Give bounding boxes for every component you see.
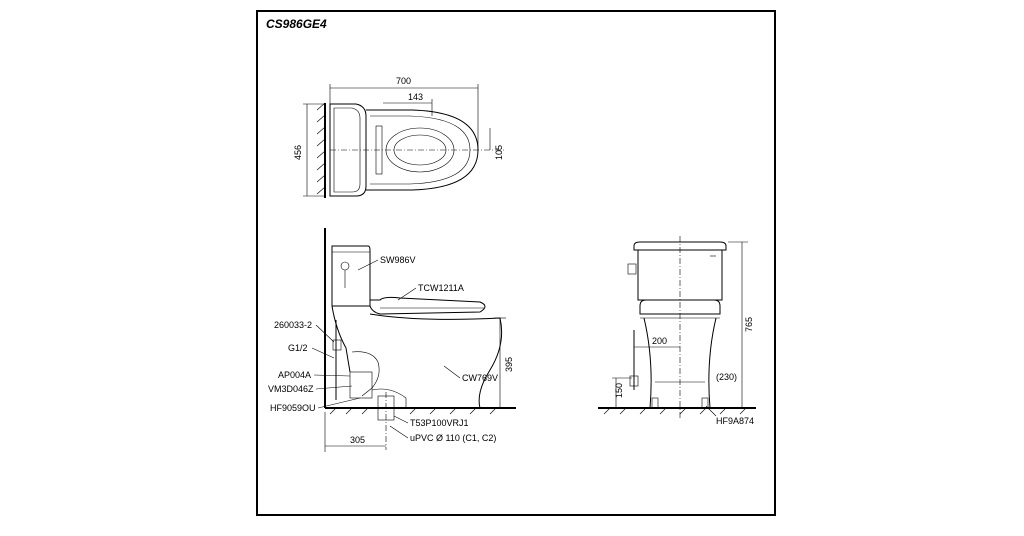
dim-150: 150 [614, 383, 624, 398]
top-tank [329, 103, 367, 197]
dim-230: (230) [716, 372, 737, 382]
dim-200: 200 [652, 336, 667, 346]
front-floor-hatch [603, 407, 747, 415]
front-bolt-right [701, 397, 709, 409]
label-g12: G1/2 [288, 343, 308, 353]
side-seat [369, 296, 486, 315]
front-seat [639, 299, 721, 315]
front-view: 200 765 150 (230) HF9A874 [598, 236, 756, 426]
dim-143: 143 [408, 92, 423, 102]
label-hf90590u: HF9059OU [270, 403, 316, 413]
top-wall-hatch [316, 102, 326, 195]
label-tcw1211a: TCW1211A [418, 283, 464, 293]
drawing-sheet [256, 10, 776, 516]
side-tank [331, 245, 371, 307]
side-outlet-bend [371, 388, 407, 408]
top-view: 700 143 456 105 [293, 76, 504, 198]
front-tank-lid [633, 241, 727, 251]
dim-305: 305 [350, 435, 365, 445]
dim-700: 700 [396, 76, 411, 86]
label-ap004a: AP004A [278, 370, 311, 380]
front-valve [629, 375, 639, 387]
label-260033-2: 260033-2 [274, 320, 312, 330]
dim-765: 765 [744, 317, 754, 332]
side-drain-connector [349, 371, 373, 399]
front-bowl [643, 317, 717, 409]
side-flush-lever [340, 261, 350, 271]
label-upvc: uPVC Ø 110 (C1, C2) [410, 433, 496, 443]
side-floor-hatch [329, 407, 497, 415]
side-trapway [351, 351, 380, 397]
label-hf9a874: HF9A874 [716, 416, 754, 426]
label-sw986v: SW986V [380, 255, 416, 265]
label-t53p100vrj1: T53P100VRJ1 [410, 418, 469, 428]
side-view: SW986V TCW1211A 260033-2 G1/2 AP004A VM3… [268, 228, 516, 452]
dim-395: 395 [504, 357, 514, 372]
dim-456: 456 [293, 145, 303, 160]
top-tank-inner [333, 107, 361, 193]
model-title: CS986GE4 [266, 17, 327, 31]
front-tank-body [637, 249, 723, 301]
label-vm3d046z: VM3D046Z [268, 384, 314, 394]
front-flush-lever [627, 263, 637, 275]
front-bolt-left [651, 397, 659, 409]
label-cw769v: CW769V [462, 373, 498, 383]
side-valve [332, 339, 342, 351]
dim-105: 105 [494, 145, 504, 160]
side-bowl [331, 305, 503, 409]
